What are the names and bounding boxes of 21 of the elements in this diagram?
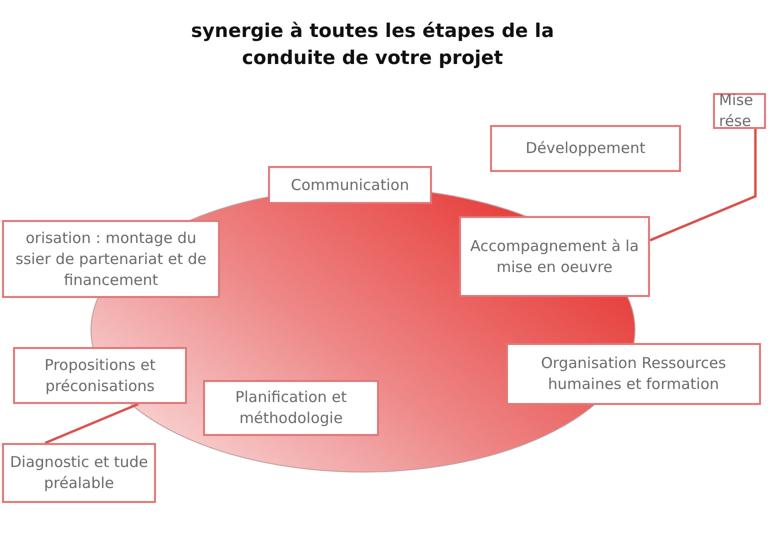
box-label: Organisation Ressources humaines et formation [540,353,728,395]
box-label: Communication [290,174,410,196]
box-label: Mise rése [719,90,754,132]
text-box [2,220,220,298]
box-label: Planification et méthodologie [234,387,348,429]
box-label: Propositions et préconisations [44,354,156,396]
text-box [2,443,156,503]
box-label: Diagnostic et tude préalable [10,452,148,494]
box-label: Développement [526,138,646,159]
box-label: orisation : montage du ssier de partenariat et de financement [14,228,208,290]
text-box [713,93,766,129]
text-box [490,125,681,172]
title: synergie à toutes les étapes de la conduite de votre projet [190,19,556,71]
text-box [268,166,432,204]
text-box [13,347,187,404]
connector-line [44,402,139,444]
text-box [203,380,379,436]
connector-line [650,129,757,242]
box-label: Accompagnement à la mise en oeuvre [469,236,640,278]
text-box [506,343,761,405]
text-box [459,216,650,297]
